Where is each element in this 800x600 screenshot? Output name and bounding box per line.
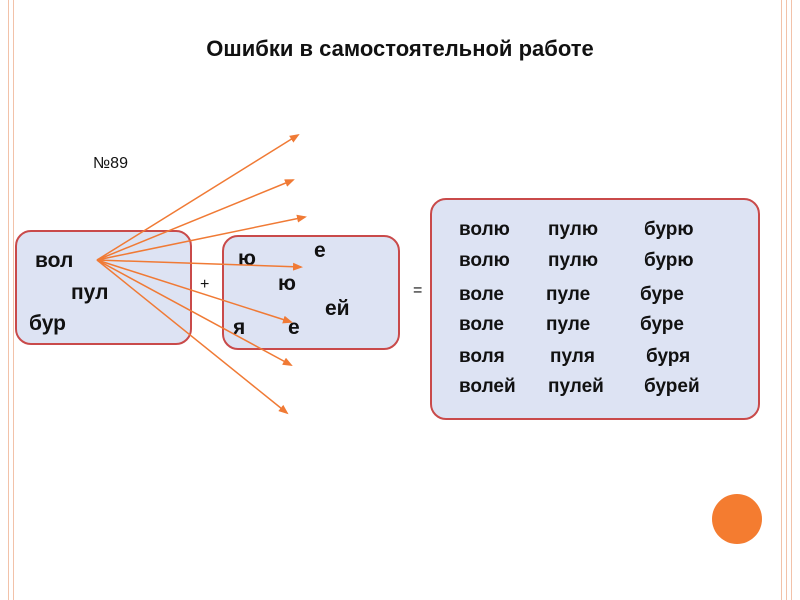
result-row-5: воля пуля буря <box>432 346 758 376</box>
ending-e-2: е <box>288 316 300 339</box>
page-title: Ошибки в самостоятельной работе <box>206 36 594 61</box>
endings-box: ю е ю ей я е <box>222 235 400 350</box>
result-word: воле <box>459 314 504 335</box>
result-word: воля <box>459 346 505 367</box>
result-word: пуле <box>546 314 591 335</box>
stem-vol: вол <box>35 249 74 272</box>
stems-box: вол пул бур <box>15 230 192 345</box>
ending-e-1: е <box>314 239 326 262</box>
equals-sign: = <box>413 282 423 299</box>
result-row-3: воле пуле буре <box>432 284 758 314</box>
result-word: волю <box>459 219 510 240</box>
result-word: пулей <box>548 376 604 397</box>
exercise-number: №89 <box>93 155 128 172</box>
orange-circle-decoration <box>712 494 762 544</box>
result-word: буре <box>640 314 684 335</box>
result-word: бурю <box>644 219 694 240</box>
result-word: волю <box>459 250 510 271</box>
result-word: пуля <box>550 346 595 367</box>
result-word: волей <box>459 376 516 397</box>
results-box: волю пулю бурю волю пулю бурю воле пуле … <box>430 198 760 420</box>
stem-pul: пул <box>71 281 109 304</box>
result-row-6: волей пулей бурей <box>432 376 758 406</box>
frame-left-inner <box>13 0 14 600</box>
plus-sign: + <box>200 276 210 293</box>
ending-ey: ей <box>325 297 350 320</box>
result-row-4: воле пуле буре <box>432 314 758 344</box>
ending-yu-2: ю <box>278 272 296 295</box>
result-word: воле <box>459 284 504 305</box>
frame-right-outer <box>781 0 782 600</box>
result-row-2: волю пулю бурю <box>432 250 758 280</box>
result-word: бурей <box>644 376 700 397</box>
frame-right-inner <box>786 0 787 600</box>
result-word: пулю <box>548 250 599 271</box>
ending-yu-1: ю <box>238 247 256 270</box>
frame-left-outer <box>8 0 9 600</box>
frame-right-outermost <box>791 0 792 600</box>
result-word: буря <box>646 346 691 367</box>
result-word: буре <box>640 284 684 305</box>
result-row-1: волю пулю бурю <box>432 219 758 249</box>
result-word: бурю <box>644 250 694 271</box>
ending-ya: я <box>233 316 246 339</box>
result-word: пуле <box>546 284 591 305</box>
stem-bur: бур <box>29 312 66 335</box>
result-word: пулю <box>548 219 599 240</box>
